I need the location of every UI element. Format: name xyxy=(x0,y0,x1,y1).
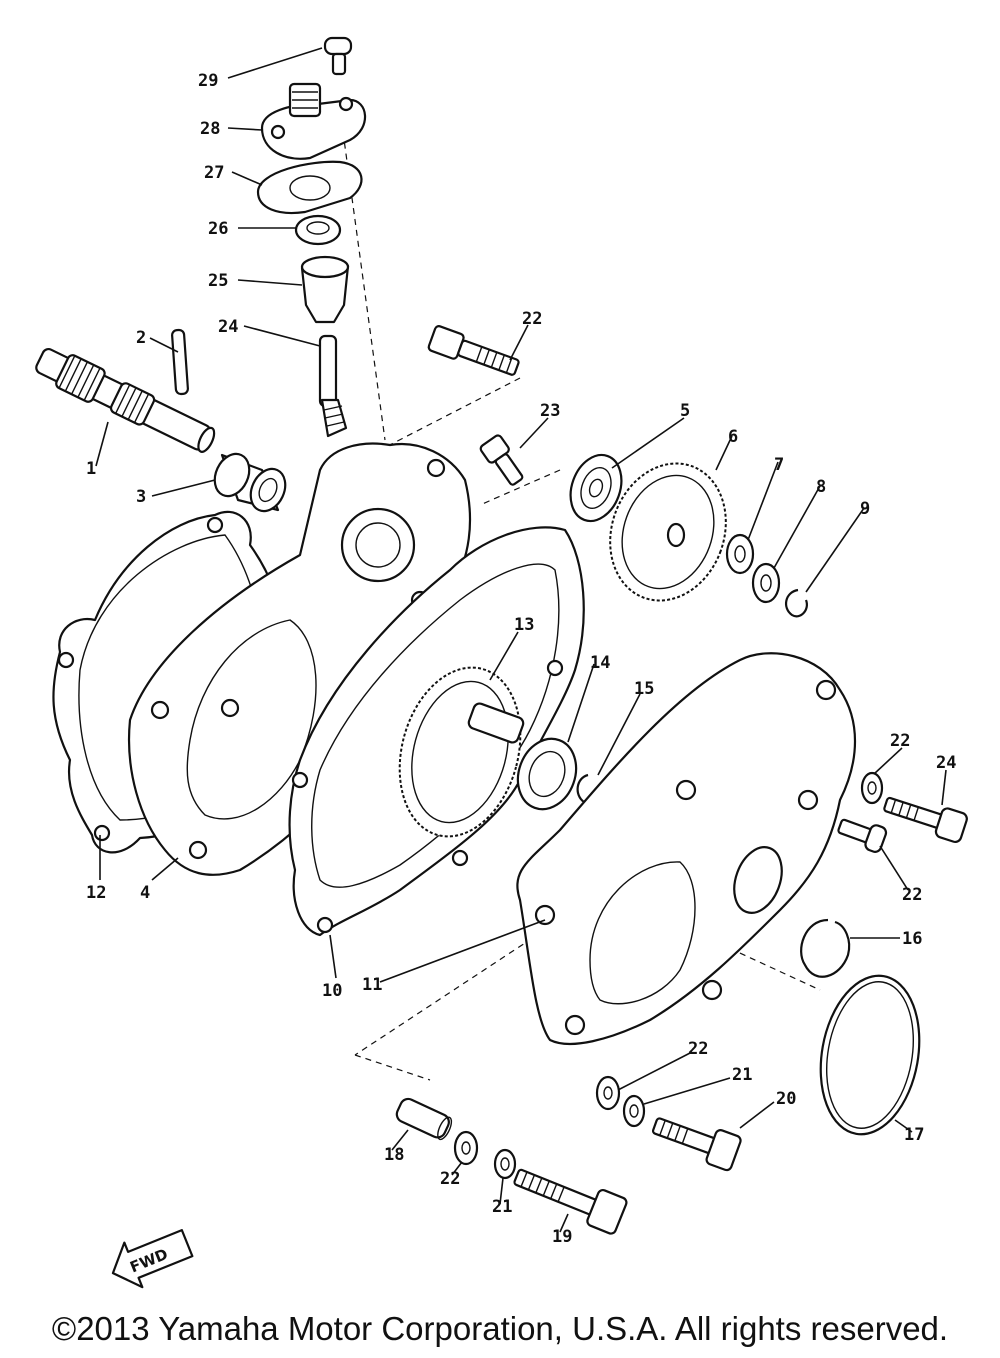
part-4-bolt-hole xyxy=(188,840,208,860)
part-21-washer-lower-left xyxy=(493,1148,517,1180)
callout-17: 17 xyxy=(904,1125,924,1145)
callout-21-lower: 21 xyxy=(492,1197,512,1217)
part-2-pin xyxy=(171,328,189,396)
part-11-cover-bore xyxy=(733,846,783,914)
part-12-hole xyxy=(93,824,111,842)
part-7-washer xyxy=(725,533,755,575)
part-18-dowel xyxy=(395,1097,453,1141)
part-4-bolt-hole xyxy=(220,698,240,718)
callout-32: 29 xyxy=(198,71,218,91)
callout-2: 2 xyxy=(136,328,146,348)
part-26-bolt xyxy=(479,434,524,486)
part-5-bearing xyxy=(569,453,623,523)
callout-5: 5 xyxy=(680,401,690,421)
part-4-housing-opening xyxy=(186,619,317,820)
leader-lines xyxy=(95,47,947,1233)
callout-29: 26 xyxy=(208,219,228,239)
callout-27: 24 xyxy=(218,317,238,337)
callout-14: 14 xyxy=(590,653,610,673)
callout-22-upper: 22 xyxy=(890,731,910,751)
part-24-bolt xyxy=(883,796,968,844)
part-21-washer-lower-right xyxy=(622,1094,646,1128)
part-4-bearing-bore xyxy=(340,507,416,583)
callout-3: 3 xyxy=(136,487,146,507)
part-22-washer-lower-left xyxy=(453,1130,479,1166)
part-12-hole xyxy=(57,651,75,669)
part-6-gear xyxy=(609,462,727,602)
part-8-washer xyxy=(751,562,781,604)
part-17-o-ring xyxy=(819,974,921,1136)
callout-31: 28 xyxy=(200,119,220,139)
part-10-gasket-inner xyxy=(311,563,560,888)
part-11-cover-opening xyxy=(589,861,696,1005)
callout-24: 24 xyxy=(936,753,956,773)
callout-28: 25 xyxy=(208,271,228,291)
part-27-drive-gear-shaft xyxy=(318,334,348,438)
callout-21-mid: 21 xyxy=(732,1065,752,1085)
part-11-bolt-hole xyxy=(701,979,723,1001)
part-13-gear xyxy=(398,666,525,838)
callout-19: 19 xyxy=(552,1227,572,1247)
callout-22-lower: 22 xyxy=(440,1169,460,1189)
part-30-gasket xyxy=(256,160,363,215)
callout-25: 22 xyxy=(522,309,542,329)
part-10-hole xyxy=(451,849,469,867)
callout-12: 12 xyxy=(86,883,106,903)
callout-30: 27 xyxy=(204,163,224,183)
exploded-parts-diagram: FWD xyxy=(35,36,968,1289)
callout-8: 8 xyxy=(816,477,826,497)
part-10-hole xyxy=(546,659,564,677)
part-31-drive-housing xyxy=(260,82,367,160)
forward-arrow: FWD xyxy=(111,1229,194,1289)
part-11-bolt-hole xyxy=(675,779,697,801)
callout-10: 10 xyxy=(322,981,342,1001)
part-3-bushing xyxy=(213,452,287,513)
part-10-hole xyxy=(291,771,309,789)
part-4-bearing-bore-inner xyxy=(355,522,401,568)
part-22-washer-lower-right xyxy=(595,1075,621,1111)
part-19-bolt xyxy=(513,1168,628,1235)
callout-4: 4 xyxy=(140,883,150,903)
part-23-screw xyxy=(837,818,888,853)
part-28-sleeve xyxy=(300,255,350,324)
part-14-bearing xyxy=(516,737,578,811)
callout-7: 7 xyxy=(774,455,784,475)
part-25-bolt xyxy=(427,325,520,376)
callout-1: 1 xyxy=(86,459,96,479)
part-32-screw xyxy=(323,36,353,76)
part-16-circlip xyxy=(800,918,851,978)
part-11-bolt-hole xyxy=(797,789,819,811)
callout-20: 20 xyxy=(776,1089,796,1109)
part-20-bolt xyxy=(651,1117,742,1172)
callout-22-mid: 22 xyxy=(688,1039,708,1059)
part-9-circlip xyxy=(784,588,808,618)
part-17-o-ring-inner xyxy=(825,981,915,1129)
part-11-bolt-hole xyxy=(534,904,556,926)
part-11-cover xyxy=(516,652,856,1046)
part-1-worm-shaft xyxy=(35,347,216,453)
callout-26: 23 xyxy=(540,401,560,421)
part-11-bolt-hole xyxy=(815,679,837,701)
part-4-bolt-hole xyxy=(150,700,170,720)
callout-15: 15 xyxy=(634,679,654,699)
part-10-hole xyxy=(316,916,334,934)
callout-23: 22 xyxy=(902,885,922,905)
callout-18: 18 xyxy=(384,1145,404,1165)
part-29-seal xyxy=(294,214,342,246)
callout-11: 11 xyxy=(362,975,382,995)
part-11-bolt-hole xyxy=(564,1014,586,1036)
callout-labels: 29 28 27 26 25 24 2 1 3 12 4 10 11 22 23… xyxy=(86,71,956,1247)
callout-6: 6 xyxy=(728,427,738,447)
part-12-hole xyxy=(206,516,224,534)
part-22-washer-upper xyxy=(860,771,884,805)
callout-9: 9 xyxy=(860,499,870,519)
callout-16: 16 xyxy=(902,929,922,949)
callout-13: 13 xyxy=(514,615,534,635)
part-4-bolt-hole xyxy=(426,458,446,478)
copyright-notice: ©2013 Yamaha Motor Corporation, U.S.A. A… xyxy=(51,1310,949,1347)
